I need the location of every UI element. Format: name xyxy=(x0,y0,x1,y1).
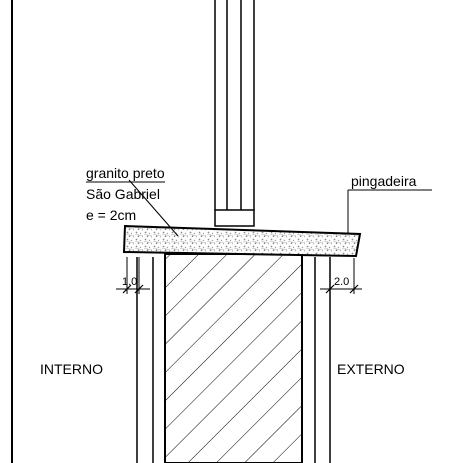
granite-sill xyxy=(122,224,362,258)
dimension-right xyxy=(320,258,362,294)
dimension-right-value: 2.0 xyxy=(334,276,349,288)
dimension-left xyxy=(116,257,150,294)
interior-side-label: INTERNO xyxy=(40,361,103,377)
exterior-side-label: EXTERNO xyxy=(337,361,405,377)
material-label-line1: granito preto xyxy=(86,165,165,181)
material-label-line2: São Gabriel xyxy=(86,186,160,202)
drip-edge-leader xyxy=(347,189,432,234)
drip-edge-label: pingadeira xyxy=(351,173,417,189)
dimension-left-value: 1.0 xyxy=(122,276,137,288)
material-label-line3: e = 2cm xyxy=(86,207,136,223)
wall-core-hatched xyxy=(164,253,303,463)
material-leader xyxy=(86,179,179,237)
window-frame xyxy=(214,0,255,227)
